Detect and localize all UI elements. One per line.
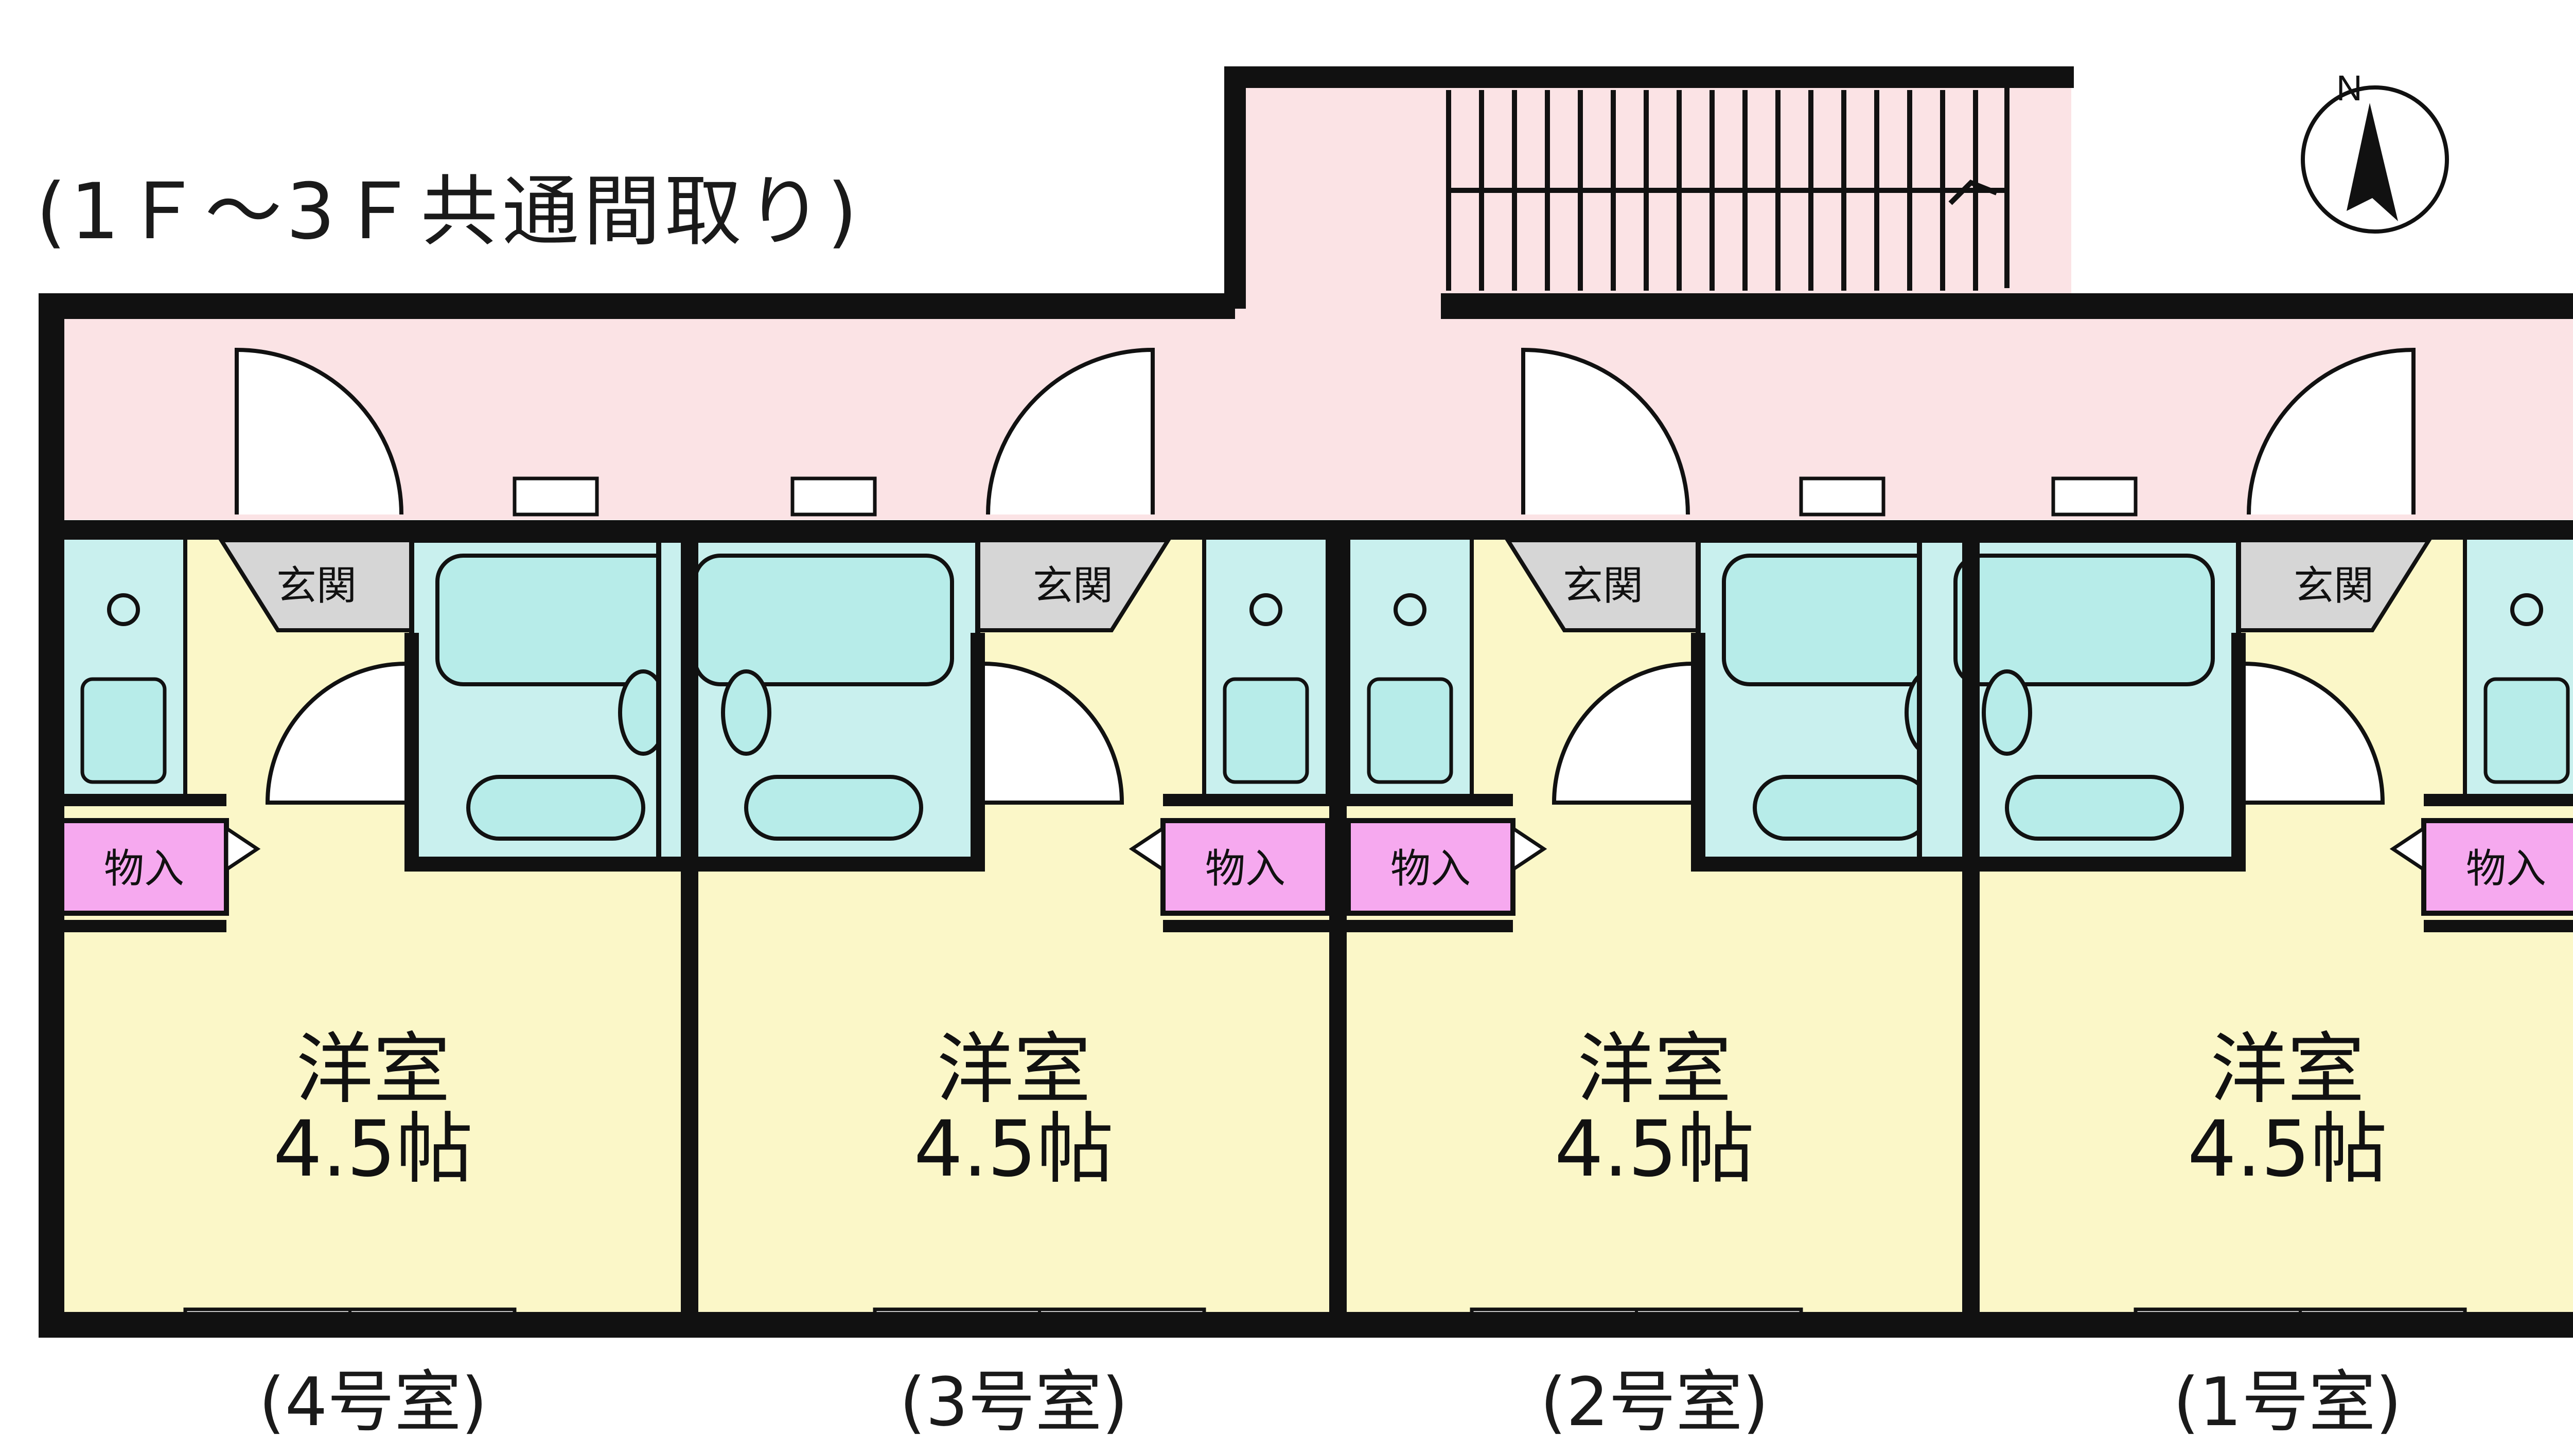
stove-icon: [1249, 593, 1282, 626]
room-name: 洋室: [2210, 1025, 2365, 1114]
room-name: 洋室: [296, 1025, 450, 1114]
unit-label-3: (3号室): [899, 1363, 1129, 1441]
stairs: [1446, 87, 2010, 291]
unit-label-2: (2号室): [1540, 1363, 1769, 1441]
corridor-window: [513, 476, 599, 517]
toilet-icon: [1982, 669, 2032, 756]
closet: [1160, 818, 1330, 916]
closet-label: 物入: [104, 846, 184, 892]
sink-icon: [80, 677, 167, 784]
room-name: 洋室: [937, 1025, 1091, 1114]
sink-icon: [2483, 677, 2570, 784]
stove-icon: [2510, 593, 2543, 626]
entry-door-swing: [2247, 347, 2416, 515]
bathtub-icon: [1953, 554, 2215, 686]
bath-door-swing: [265, 662, 407, 805]
north-compass: N: [2301, 68, 2449, 234]
toilet-icon: [721, 669, 771, 756]
room-size: 4.5帖: [273, 1105, 473, 1194]
unit-label-1: (1号室): [2173, 1363, 2402, 1441]
closet-door-icon: [1511, 825, 1547, 873]
sink-icon: [1223, 677, 1309, 784]
room-size: 4.5帖: [2188, 1105, 2388, 1194]
closet-door-icon: [224, 825, 261, 873]
entrance-label: 玄関: [1563, 563, 1643, 609]
corridor-window: [1799, 476, 1885, 517]
closet-label: 物入: [1205, 846, 1285, 892]
corridor-window: [2051, 476, 2138, 517]
room-size: 4.5帖: [1555, 1105, 1755, 1194]
bathtub-icon: [693, 554, 954, 686]
closet-label: 物入: [1390, 846, 1471, 892]
corridor: [62, 309, 2573, 520]
washbasin-icon: [466, 775, 645, 841]
entry-door-swing: [1521, 347, 1690, 515]
bath-door-swing: [2243, 662, 2385, 805]
entrance-label: 玄関: [276, 563, 357, 609]
washbasin-icon: [744, 775, 923, 841]
unit-4: [51, 347, 733, 1337]
closet-door-icon: [2389, 825, 2426, 873]
north-label: N: [2336, 68, 2363, 108]
entry-door-swing: [235, 347, 403, 515]
bath-door-swing: [982, 662, 1124, 805]
title: (1Ｆ～3Ｆ共通間取り): [36, 167, 861, 257]
closet-label: 物入: [2466, 846, 2546, 892]
entry-door-swing: [986, 347, 1155, 515]
closet-door-icon: [1129, 825, 1165, 873]
stove-icon: [1394, 593, 1426, 626]
bath-door-swing: [1552, 662, 1694, 805]
washbasin-icon: [1753, 775, 1932, 841]
entrance-label: 玄関: [1033, 563, 1113, 609]
washbasin-icon: [2005, 775, 2184, 841]
corridor-window: [790, 476, 877, 517]
unit-label-4: (4号室): [258, 1363, 488, 1441]
sink-icon: [1367, 677, 1453, 784]
stove-icon: [107, 593, 140, 626]
entrance-label: 玄関: [2294, 563, 2374, 609]
walls: [39, 66, 2573, 1338]
room-name: 洋室: [1577, 1025, 1732, 1114]
room-size: 4.5帖: [914, 1105, 1114, 1194]
stair-landing: [1235, 85, 2071, 311]
